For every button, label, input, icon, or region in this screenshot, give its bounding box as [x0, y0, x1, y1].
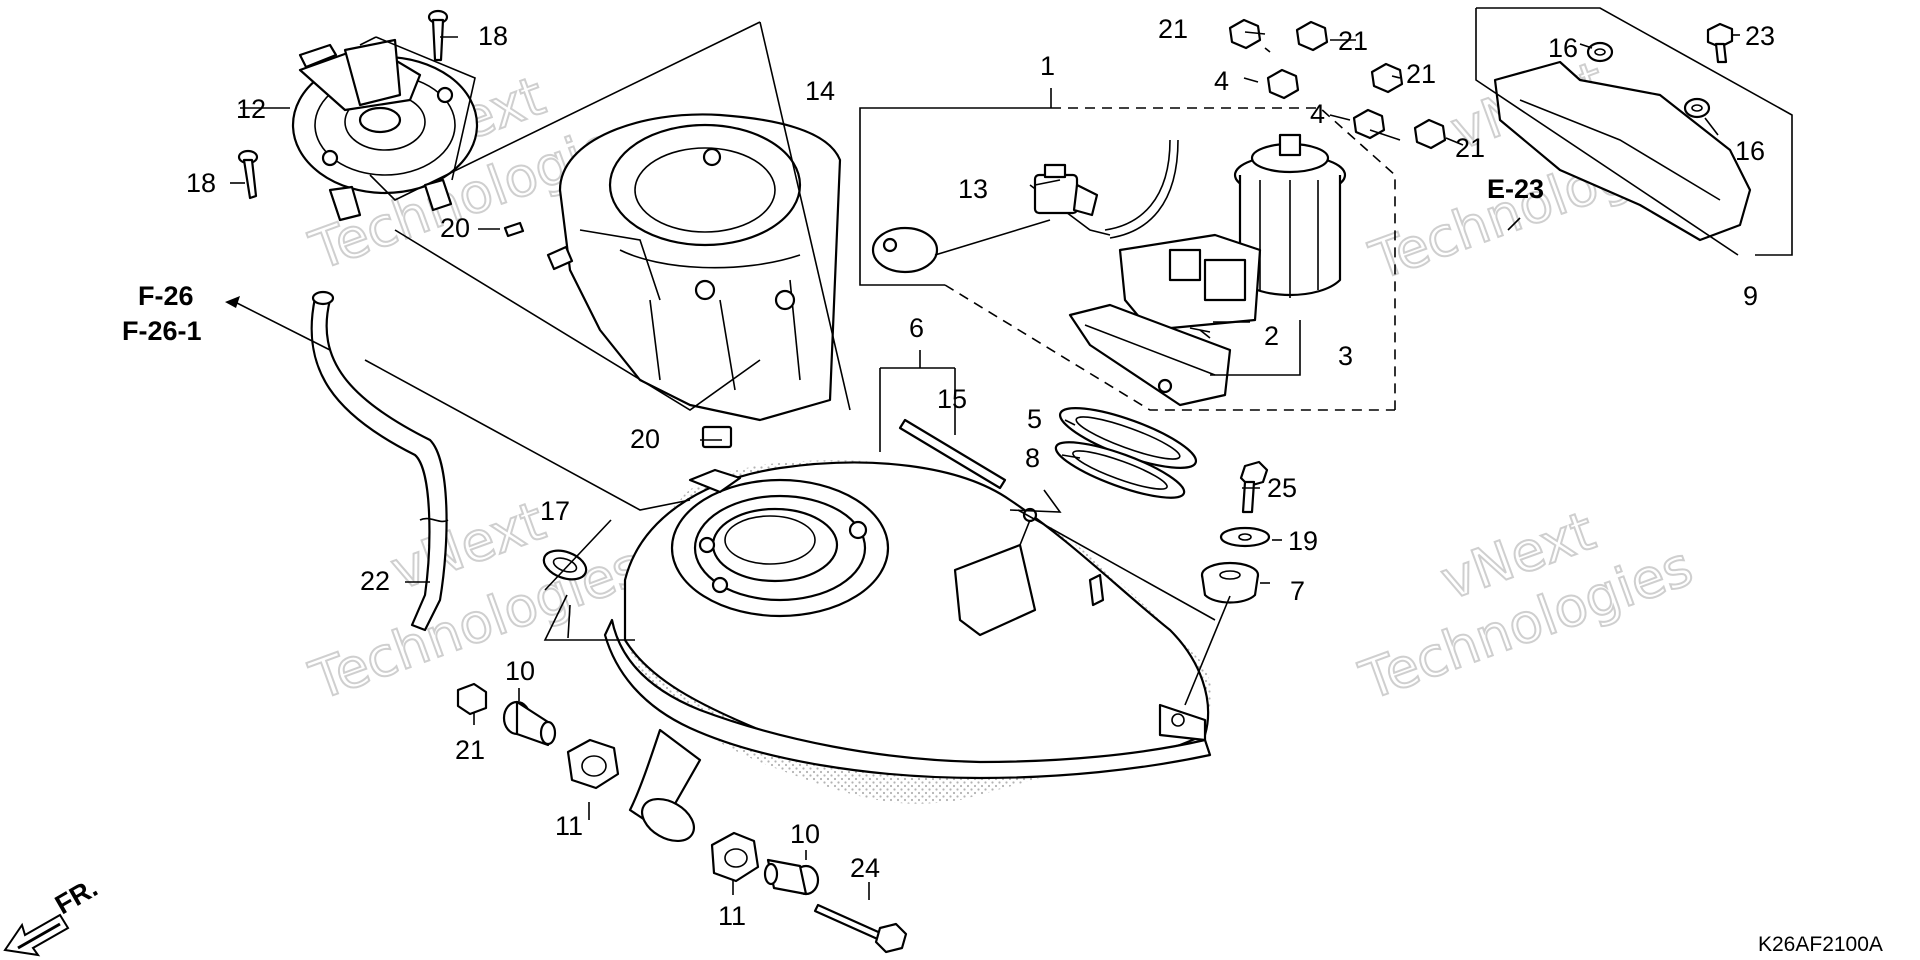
nut-21-left[interactable]	[456, 682, 488, 716]
collar-10-right[interactable]	[763, 858, 820, 896]
callout-22: 22	[360, 566, 390, 596]
callout-14: 14	[805, 76, 835, 106]
collar-4-a[interactable]	[1266, 68, 1300, 100]
callout-23: 23	[1745, 21, 1775, 51]
connector-13[interactable]	[1033, 163, 1099, 217]
fuel-cap-assembly[interactable]	[291, 38, 479, 222]
callout-17: 17	[540, 496, 570, 526]
seal-strip-15[interactable]	[898, 418, 1007, 490]
callout-20b: 20	[630, 424, 660, 454]
bracket-9[interactable]	[1493, 41, 1752, 242]
reference-e23: E-23	[1487, 174, 1544, 204]
callout-16a: 16	[1548, 33, 1578, 63]
nut-21-top-b[interactable]	[1295, 20, 1329, 52]
callout-19: 19	[1288, 526, 1318, 556]
nut-21-right[interactable]	[1413, 118, 1447, 150]
callout-21b: 21	[1338, 26, 1368, 56]
callout-4b: 4	[1310, 99, 1325, 129]
callout-16b: 16	[1735, 136, 1765, 166]
bolt-24[interactable]	[813, 903, 908, 954]
bolt-25[interactable]	[1239, 460, 1269, 514]
callout-25: 25	[1267, 473, 1297, 503]
callout-21a: 21	[1158, 14, 1188, 44]
callout-10a: 10	[505, 656, 535, 686]
collar-10-left[interactable]	[502, 700, 557, 747]
section-references: F-26 F-26-1 E-23	[122, 174, 1544, 346]
callout-8: 8	[1025, 443, 1040, 473]
callout-11a: 11	[555, 811, 583, 841]
reference-f26: F-26	[138, 281, 194, 311]
callout-20a: 20	[440, 213, 470, 243]
callout-9: 9	[1743, 281, 1758, 311]
callout-4a: 4	[1214, 66, 1229, 96]
callout-11b: 11	[718, 901, 746, 931]
bolt-23[interactable]	[1706, 22, 1734, 64]
front-direction-arrow-icon	[3, 913, 70, 957]
fuel-pump-unit[interactable]	[1029, 133, 1347, 332]
callout-21e: 21	[455, 735, 485, 765]
breather-tube[interactable]	[310, 290, 449, 632]
fuel-tank[interactable]	[603, 460, 1212, 849]
callout-1: 1	[1040, 51, 1055, 81]
callout-15: 15	[937, 384, 967, 414]
callouts: 1 2 3 4 4 5 6 7 8 9 10 10 11 11 12 13 14…	[186, 14, 1775, 931]
collar-4-b[interactable]	[1352, 108, 1386, 140]
callout-5: 5	[1027, 404, 1042, 434]
callout-21c: 21	[1406, 59, 1436, 89]
seal-8[interactable]	[1051, 432, 1190, 509]
callout-7: 7	[1290, 576, 1305, 606]
front-arrow-label: FR.	[50, 872, 103, 920]
screw-18-left[interactable]	[237, 149, 259, 200]
callout-3: 3	[1338, 341, 1353, 371]
fuel-pump-gasket[interactable]	[1068, 303, 1232, 407]
rubber-7[interactable]	[1200, 561, 1260, 604]
screw-18-top[interactable]	[427, 9, 449, 62]
fuel-level-sender[interactable]	[871, 219, 1051, 274]
drawing-code: K26AF2100A	[1758, 933, 1883, 956]
nut-21-mid[interactable]	[1370, 62, 1404, 94]
callout-6: 6	[909, 313, 924, 343]
clip-20-upper[interactable]	[503, 221, 525, 238]
nut-21-top-a[interactable]	[1228, 18, 1262, 50]
reference-f26-1: F-26-1	[122, 316, 202, 346]
callout-12: 12	[236, 94, 266, 124]
callout-18b: 18	[186, 168, 216, 198]
callout-18a: 18	[478, 21, 508, 51]
callout-10b: 10	[790, 819, 820, 849]
rubber-11-lower[interactable]	[710, 831, 760, 883]
rubber-11-upper[interactable]	[566, 738, 620, 790]
callout-21d: 21	[1455, 133, 1485, 163]
callout-13: 13	[958, 174, 988, 204]
clip-20-lower[interactable]	[701, 425, 733, 449]
fuel-tank-inner-cover[interactable]	[546, 113, 842, 422]
callout-2: 2	[1264, 321, 1279, 351]
callout-24: 24	[850, 853, 880, 883]
washer-19[interactable]	[1219, 526, 1271, 548]
leader-lines	[230, 7, 1793, 900]
